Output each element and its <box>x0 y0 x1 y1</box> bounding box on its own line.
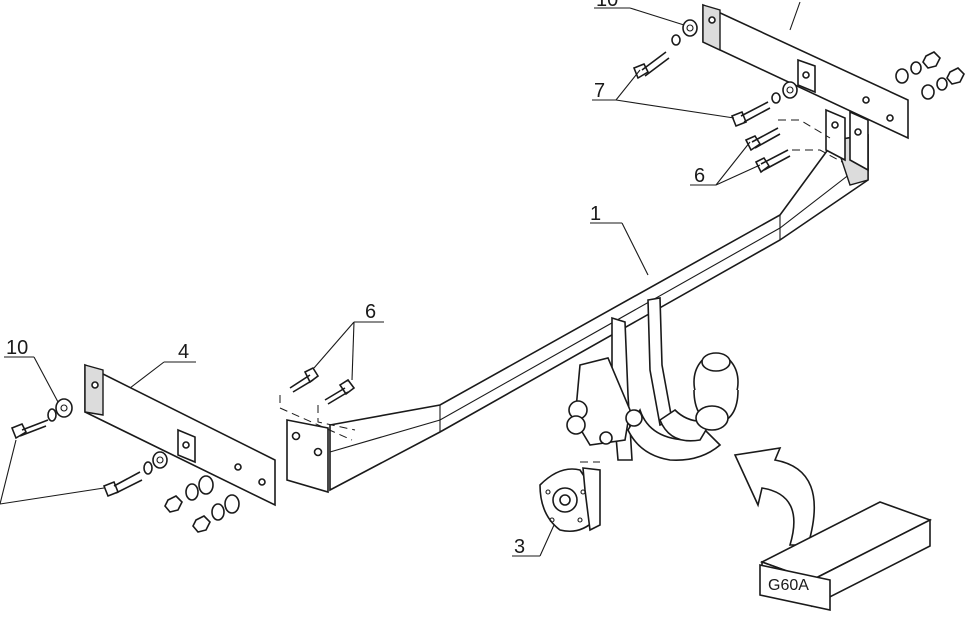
callout-6-left: 6 <box>365 301 376 323</box>
callout-6-right: 6 <box>694 165 705 187</box>
ball-mount-plate <box>566 357 643 446</box>
callout-10-right: 10 <box>596 0 618 11</box>
callout-10-left: 10 <box>6 337 28 359</box>
beam-left-bracket <box>286 419 329 494</box>
left-mounting-plate <box>84 363 276 507</box>
packaging-box: G60A <box>759 501 933 611</box>
callout-1: 1 <box>590 203 601 225</box>
callout-7: 7 <box>594 80 605 102</box>
curved-arrow <box>733 446 816 546</box>
tow-ball <box>693 352 739 431</box>
left-bolt-set <box>10 398 240 533</box>
callout-3: 3 <box>514 536 525 558</box>
right-bolts-6 <box>744 119 843 174</box>
left-bolts-6 <box>279 366 356 441</box>
box-label: G60A <box>768 577 809 594</box>
right-mounting-plate <box>702 3 909 140</box>
callout-4: 4 <box>178 341 189 363</box>
socket-bracket <box>539 461 601 533</box>
leader-lines <box>0 1 801 557</box>
